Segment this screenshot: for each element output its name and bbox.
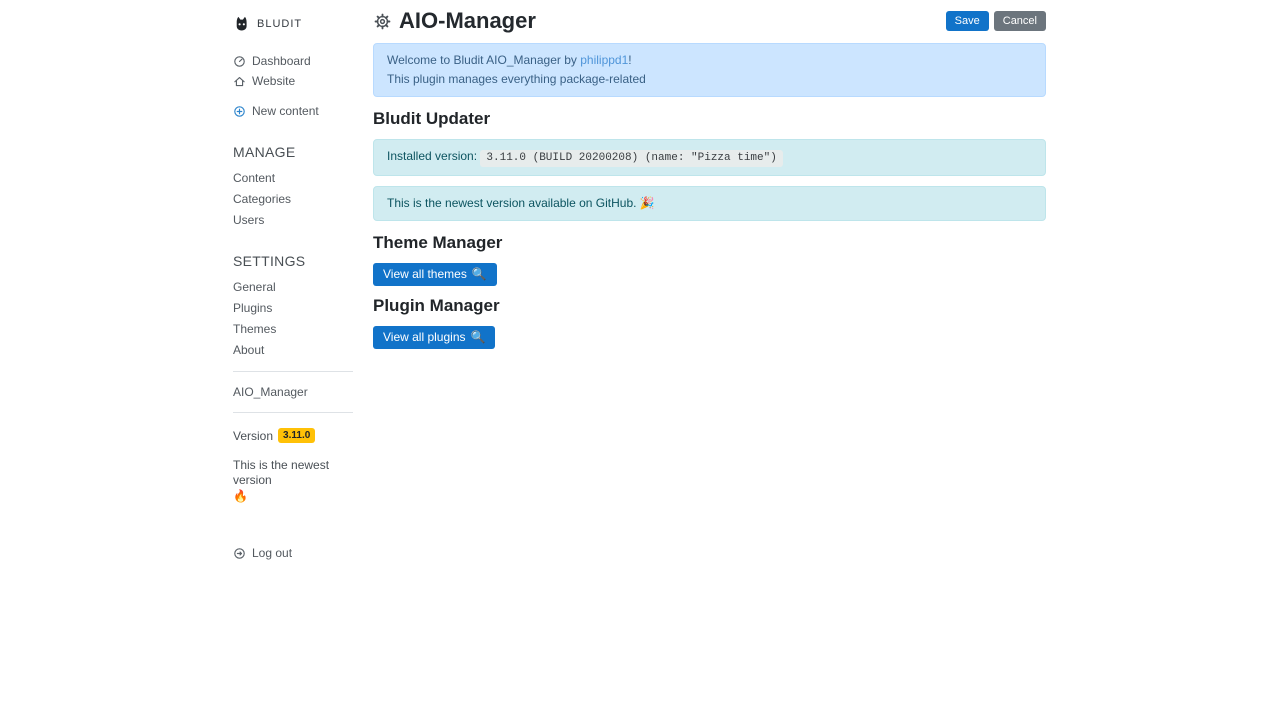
newest-version-note: This is the newest version 🔥 xyxy=(233,458,351,504)
page-title: AIO-Manager xyxy=(399,8,536,33)
sidebar-item-categories[interactable]: Categories xyxy=(233,192,292,206)
sidebar-item-website[interactable]: Website xyxy=(233,74,373,88)
sidebar: BLUDIT Dashboard Website New content MAN… xyxy=(225,6,373,560)
newest-version-alert: This is the newest version available on … xyxy=(373,186,1046,221)
welcome-line2: This plugin manages everything package-r… xyxy=(387,72,646,86)
version-row: Version 3.11.0 xyxy=(233,428,373,443)
brand-name: BLUDIT xyxy=(257,17,303,30)
party-popper-icon: 🎉 xyxy=(639,196,655,210)
sidebar-item-themes[interactable]: Themes xyxy=(233,322,277,336)
main-content: AIO-Manager Save Cancel Welcome to Bludi… xyxy=(373,6,1055,560)
sidebar-section-settings: SETTINGS xyxy=(233,253,306,269)
search-icon: 🔍 xyxy=(471,267,487,281)
sidebar-item-aio-manager[interactable]: AIO_Manager xyxy=(233,385,308,399)
sidebar-section-manage: MANAGE xyxy=(233,144,296,160)
sidebar-divider xyxy=(233,412,353,413)
sidebar-item-plugins[interactable]: Plugins xyxy=(233,301,273,315)
search-icon: 🔍 xyxy=(470,330,486,344)
sidebar-item-general[interactable]: General xyxy=(233,280,276,294)
welcome-alert: Welcome to Bludit AIO_Manager by philipp… xyxy=(373,43,1046,97)
view-all-themes-button[interactable]: View all themes 🔍 xyxy=(373,263,497,286)
brand-link[interactable]: BLUDIT xyxy=(233,15,373,32)
sidebar-item-dashboard[interactable]: Dashboard xyxy=(233,54,373,68)
sidebar-item-about[interactable]: About xyxy=(233,343,265,357)
sidebar-item-label: New content xyxy=(252,104,319,118)
sidebar-item-users[interactable]: Users xyxy=(233,213,265,227)
page-container: BLUDIT Dashboard Website New content MAN… xyxy=(225,0,1055,560)
gear-icon xyxy=(374,13,391,29)
logout-label: Log out xyxy=(252,546,293,560)
version-label: Version xyxy=(233,428,274,443)
version-badge: 3.11.0 xyxy=(278,428,316,443)
fire-icon: 🔥 xyxy=(233,489,248,503)
home-icon xyxy=(234,76,245,86)
cancel-button[interactable]: Cancel xyxy=(993,11,1046,31)
author-link[interactable]: philippd1 xyxy=(580,53,629,67)
sidebar-item-new-content[interactable]: New content xyxy=(233,104,373,118)
main-header: AIO-Manager Save Cancel xyxy=(373,8,1046,34)
sidebar-item-label: Website xyxy=(252,74,296,88)
logout-icon xyxy=(234,547,245,559)
logout-link[interactable]: Log out xyxy=(233,546,373,560)
updater-heading: Bludit Updater xyxy=(373,109,491,128)
sidebar-divider xyxy=(233,371,353,372)
save-button[interactable]: Save xyxy=(945,11,989,31)
view-all-plugins-button[interactable]: View all plugins 🔍 xyxy=(373,326,496,349)
sidebar-item-label: Dashboard xyxy=(252,54,311,68)
dashboard-icon xyxy=(234,55,245,67)
theme-manager-heading: Theme Manager xyxy=(373,233,503,252)
plugin-manager-heading: Plugin Manager xyxy=(373,296,500,315)
sidebar-item-content[interactable]: Content xyxy=(233,171,276,185)
installed-version-value: 3.11.0 (BUILD 20200208) (name: "Pizza ti… xyxy=(480,150,783,167)
plus-circle-icon xyxy=(234,105,245,117)
installed-version-label: Installed version: xyxy=(387,149,478,163)
bludit-logo-icon xyxy=(236,16,247,31)
installed-version-alert: Installed version: 3.11.0 (BUILD 2020020… xyxy=(373,139,1046,176)
